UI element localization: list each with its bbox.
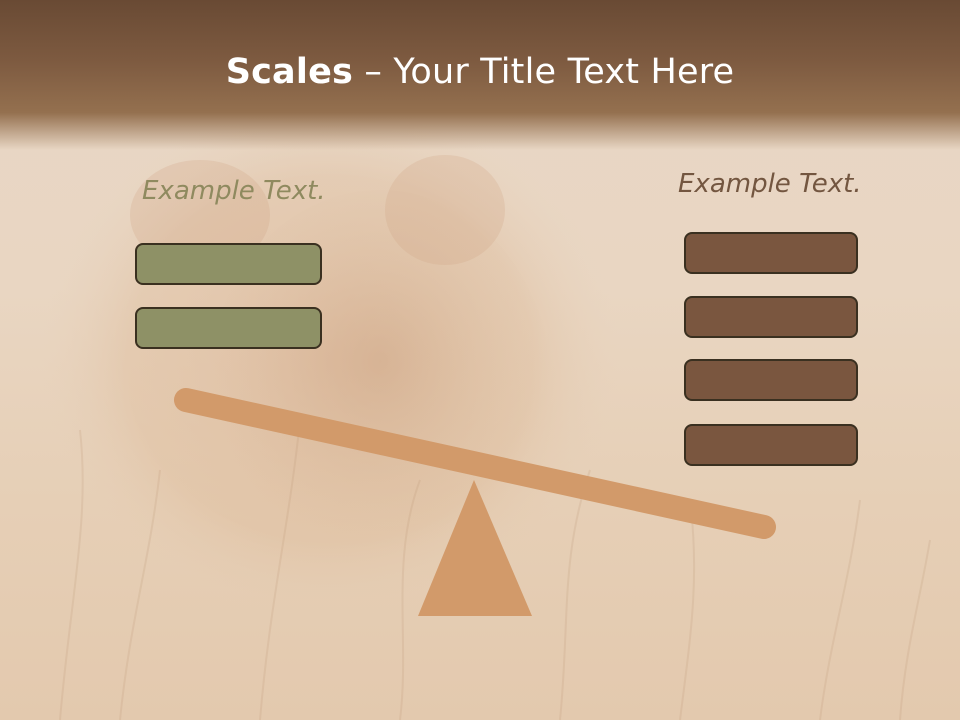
scale-fulcrum	[418, 480, 532, 616]
title-bold: Scales	[225, 52, 354, 92]
title-bar	[0, 0, 960, 150]
left-example-text: Example Text.	[142, 176, 326, 206]
slide-title: Scales – Your Title Text Here	[0, 52, 960, 92]
right-box-1	[684, 232, 858, 274]
left-box-1	[135, 243, 322, 285]
title-rest: – Your Title Text Here	[353, 52, 735, 92]
scale-beam	[174, 388, 776, 539]
right-box-2	[684, 296, 858, 338]
left-box-2	[135, 307, 322, 349]
right-box-4	[684, 424, 858, 466]
right-example-text: Example Text.	[678, 169, 862, 199]
right-box-3	[684, 359, 858, 401]
